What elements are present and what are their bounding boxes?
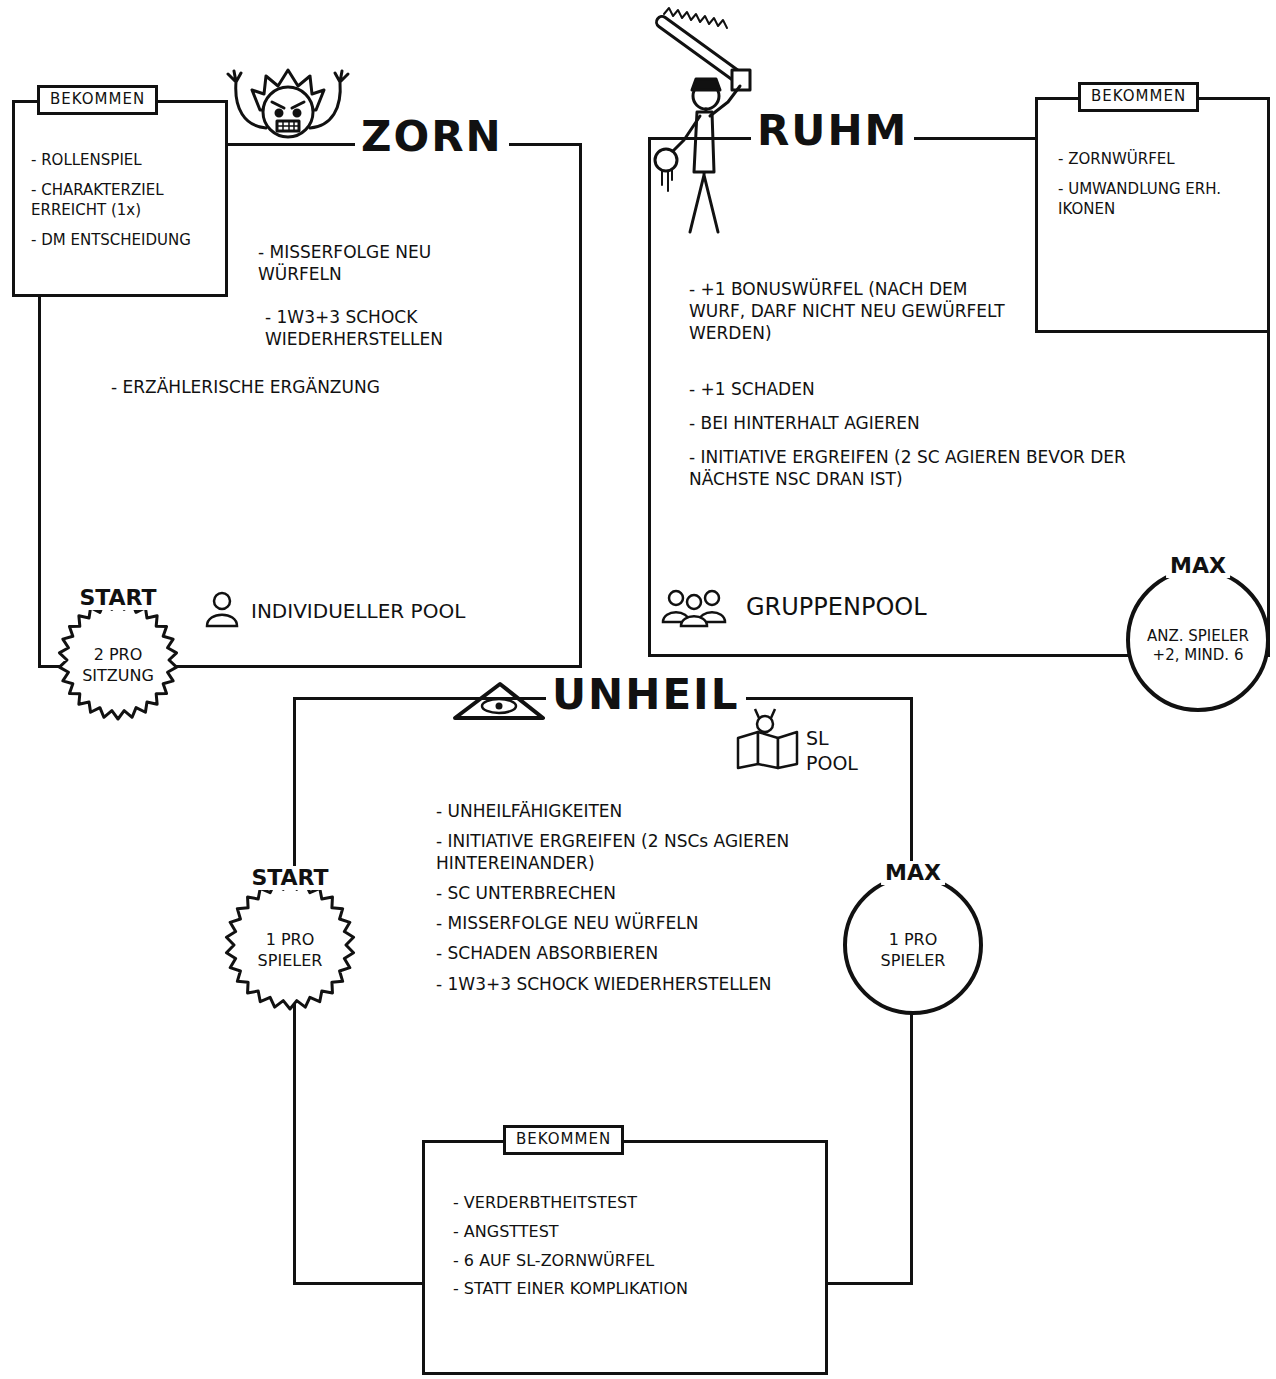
gain-box: BEKOMMEN- ZORNWÜRFEL- UMWANDLUNG ERH. IK… [1035, 97, 1270, 333]
section-title: ZORN [355, 114, 509, 160]
badge-title: MAX [881, 861, 945, 885]
pool-label: GRUPPENPOOL [746, 592, 1066, 623]
list-item: - ROLLENSPIEL [31, 151, 216, 171]
evil-eye-triangle [455, 684, 543, 718]
list-item: - DM ENTSCHEIDUNG [31, 231, 216, 251]
badge-text: 2 PRO SITZUNG [76, 645, 160, 687]
list-item: - MISSERFOLGE NEU WÜRFELN [258, 241, 508, 285]
badge-text: 1 PRO SPIELER [245, 930, 335, 972]
list-item: - 6 AUF SL-ZORNWÜRFEL [453, 1251, 813, 1272]
circle-shape [845, 877, 981, 1013]
starburst-shape [59, 601, 176, 719]
pool-label: INDIVIDUELLER POOL [251, 598, 551, 624]
gain-box: BEKOMMEN- VERDERBTHEITSTEST- ANGSTTEST- … [422, 1140, 828, 1375]
badge-text: 1 PRO SPIELER [865, 930, 961, 972]
section-title: UNHEIL [546, 672, 746, 718]
list-item: - STATT EINER KOMPLIKATION [453, 1279, 813, 1300]
list-item: - UNHEILFÄHIGKEITEN [436, 800, 816, 822]
badge-title: MAX [1166, 554, 1230, 578]
list-item: - ERZÄHLERISCHE ERGÄNZUNG [111, 376, 511, 398]
chainsaw-figure [655, 8, 750, 232]
list-item: - CHARAKTERZIEL ERREICHT (1x) [31, 181, 216, 220]
angry-face-figure [228, 70, 348, 137]
tab-label: BEKOMMEN [1078, 82, 1199, 112]
tab-label: BEKOMMEN [503, 1125, 624, 1155]
start-badge: START2 PRO SITZUNG [58, 600, 178, 720]
list-item: - 1W3+3 SCHOCK WIEDERHERSTELLEN [265, 306, 510, 350]
list-item: - INITIATIVE ERGREIFEN (2 SC AGIEREN BEV… [689, 446, 1129, 490]
start-badge: START1 PRO SPIELER [225, 880, 355, 1010]
list-item: - 1W3+3 SCHOCK WIEDERHERSTELLEN [436, 973, 816, 995]
list-item: - ANGSTTEST [453, 1222, 813, 1243]
list-item: - UMWANDLUNG ERH. IKONEN [1058, 180, 1253, 219]
list-item: - SC UNTERBRECHEN [436, 882, 816, 904]
tab-label: BEKOMMEN [37, 85, 158, 115]
single-person-icon [207, 593, 237, 626]
game-master-screen-icon [738, 709, 797, 768]
list-item: - MISSERFOLGE NEU WÜRFELN [436, 912, 816, 934]
circle-shape [1128, 570, 1268, 710]
list-item: - +1 SCHADEN [689, 378, 1019, 400]
gain-box: BEKOMMEN- ROLLENSPIEL- CHARAKTERZIEL ERR… [12, 100, 228, 297]
section-title: RUHM [751, 108, 914, 154]
list-item: - VERDERBTHEITSTEST [453, 1193, 813, 1214]
max-badge: MAX1 PRO SPIELER [843, 875, 983, 1015]
list-item: - +1 BONUSWÜRFEL (NACH DEM WURF, DARF NI… [689, 278, 1019, 344]
badge-title: START [75, 586, 160, 610]
list-item: - INITIATIVE ERGREIFEN (2 NSCs AGIEREN H… [436, 830, 816, 874]
list-item: - SCHADEN ABSORBIEREN [436, 942, 816, 964]
pool-box: UNHEILSL POOL- UNHEILFÄHIGKEITEN- INITIA… [293, 697, 913, 1285]
max-badge: MAXANZ. SPIELER +2, MIND. 6 [1126, 568, 1270, 712]
list-item: - BEI HINTERHALT AGIEREN [689, 412, 1089, 434]
starburst-shape [226, 881, 353, 1009]
badge-title: START [247, 866, 332, 890]
group-icon [663, 591, 725, 626]
list-item: - ZORNWÜRFEL [1058, 150, 1253, 170]
pool-label: SL POOL [806, 726, 876, 775]
badge-text: ANZ. SPIELER +2, MIND. 6 [1140, 627, 1256, 666]
